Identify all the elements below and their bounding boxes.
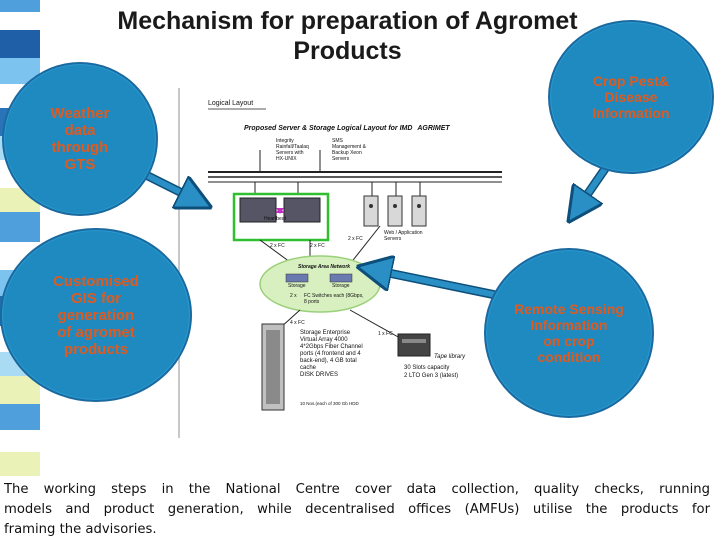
footer-line-2: models and product generation, while dec… [4,502,710,517]
storage-label-2: Storage [332,283,350,289]
tape-library-label: Tape library [434,354,466,360]
page-title: Mechanism for preparation of Agromet Pro… [117,7,578,65]
footer-text: The working steps in the National Centre… [4,480,710,540]
storage-label-1: Storage [288,283,306,289]
fc-switch-label: FC Switches each (8Gbps, 8 ports [304,293,364,305]
server-layout-diagram: Logical Layout Proposed Server & Storage… [178,88,508,438]
fc-label-4: 2 x [290,293,297,299]
diagram-heading-text: Proposed Server & Storage Logical Layout… [244,125,413,132]
crop-pest-text: Crop Pest& Disease Information [592,73,670,121]
diagram-heading: Proposed Server & Storage Logical Layout… [244,125,450,132]
gis-text: Customised GIS for generation of agromet… [53,272,139,358]
tape-library-detail: 30 Slots capacity 2 LTO Gen 3 (latest) [404,365,459,379]
integrity-servers-label: Integrity Rainfall/Taalaq Servers with H… [276,138,309,162]
footer-line-1: The working steps in the National Centre… [4,482,710,497]
fc-label-2: 2 x FC [310,243,325,249]
disk-drives-note: 10 Nos.(each of 300 Gb HDD [300,401,359,406]
weather-data-bubble: Weather data through GTS [2,62,158,216]
logical-layout-label: Logical Layout [208,100,254,107]
web-app-servers-label: Web / Application Servers [384,230,423,242]
fc-label-5: 4 x FC [290,320,305,326]
fc-label-1: 2 x FC [270,243,285,249]
remote-sensing-text: Remote Sensing Information on crop condi… [514,301,624,365]
footer-line-3: framing the advisories. [4,522,157,537]
gis-bubble: Customised GIS for generation of agromet… [0,228,192,402]
diagram-graphic [180,88,508,438]
storage-enterprise-label: Storage Enterprise Virtual Array 4000 4*… [300,330,363,378]
agrimet-brand: AGRIMET [417,125,450,132]
sms-servers-label: SMS Management & Backup Xeon Servers [332,138,366,162]
heartbeat-label: Heartbeat [264,216,286,222]
weather-data-text: Weather data through GTS [50,105,110,173]
san-label: Storage Area Network [298,264,351,270]
remote-sensing-bubble: Remote Sensing Information on crop condi… [484,248,654,418]
fc-label-6: 1 x FC [378,331,393,337]
fc-label-3: 2 x FC [348,236,363,242]
crop-pest-bubble: Crop Pest& Disease Information [548,20,714,174]
